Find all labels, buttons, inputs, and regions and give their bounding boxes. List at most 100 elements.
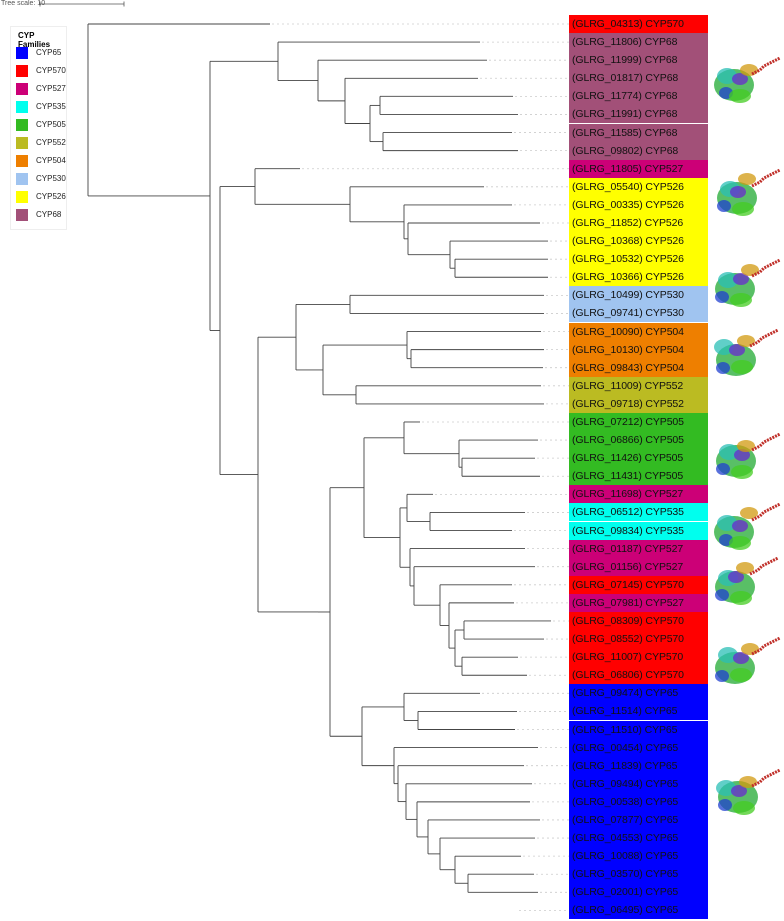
protein-structure-cyp526 [717, 168, 781, 216]
legend-swatch [16, 191, 28, 203]
structure-helix [749, 328, 779, 348]
leaf-label: (GLRG_06806) CYP570 [569, 666, 708, 685]
leaf-label: (GLRG_11514) CYP65 [569, 702, 708, 721]
protein-structure-cyp505 [716, 432, 781, 479]
leaf-label: (GLRG_04553) CYP65 [569, 829, 708, 848]
structure-domain [716, 463, 730, 475]
leaf-label: (GLRG_03570) CYP65 [569, 865, 708, 884]
legend-label: CYP530 [36, 174, 66, 183]
leaf-label: (GLRG_07212) CYP505 [569, 412, 708, 431]
structure-domain [717, 68, 737, 84]
leaf-label: (GLRG_11009) CYP552 [569, 376, 708, 395]
leaf-label: (GLRG_09741) CYP530 [569, 304, 708, 323]
structure-domain [729, 536, 751, 550]
legend-swatch [16, 65, 28, 77]
leaf-label: (GLRG_09474) CYP65 [569, 684, 708, 703]
structure-helix [751, 168, 781, 188]
structure-domain [740, 507, 758, 519]
leaf-label: (GLRG_11426) CYP505 [569, 449, 708, 468]
structure-helix [751, 56, 781, 76]
legend-swatch [16, 101, 28, 113]
leaf-label: (GLRG_10090) CYP504 [569, 322, 708, 341]
leaf-label: (GLRG_05540) CYP526 [569, 177, 708, 196]
legend-label: CYP527 [36, 84, 66, 93]
leaf-label: (GLRG_09802) CYP68 [569, 141, 708, 160]
structure-domain [718, 799, 732, 811]
leaf-label: (GLRG_07981) CYP527 [569, 593, 708, 612]
structure-domain [716, 780, 736, 796]
structure-domain [729, 344, 745, 356]
leaf-label: (GLRG_09834) CYP535 [569, 521, 708, 540]
structure-helix [751, 502, 781, 522]
leaf-label: (GLRG_09718) CYP552 [569, 394, 708, 413]
leaf-label: (GLRG_06866) CYP505 [569, 431, 708, 450]
legend-swatch [16, 83, 28, 95]
structure-domain [715, 670, 729, 682]
leaf-label: (GLRG_07877) CYP65 [569, 810, 708, 829]
legend-swatch [16, 155, 28, 167]
structure-domain [730, 591, 752, 605]
leaf-label: (GLRG_11774) CYP68 [569, 87, 708, 106]
structure-domain [740, 64, 758, 76]
structure-helix [751, 636, 781, 656]
structure-domain [733, 652, 749, 664]
leaf-label: (GLRG_09494) CYP65 [569, 774, 708, 793]
structure-domain [719, 444, 739, 460]
leaf-label: (GLRG_01187) CYP527 [569, 539, 708, 558]
leaf-label: (GLRG_10130) CYP504 [569, 340, 708, 359]
structure-domain [717, 200, 731, 212]
leaf-label: (GLRG_11510) CYP65 [569, 720, 708, 739]
leaf-label: (GLRG_11999) CYP68 [569, 51, 708, 70]
structure-domain [715, 589, 729, 601]
protein-structure-cyp68 [714, 56, 781, 103]
tree-scale-label: Tree scale: 10 [1, 0, 46, 7]
structure-domain [716, 362, 730, 374]
structure-helix [751, 768, 781, 788]
structure-domain [728, 571, 744, 583]
structure-domain [714, 339, 734, 355]
legend-label: CYP526 [36, 192, 66, 201]
structure-domain [729, 89, 751, 103]
legend-label: CYP535 [36, 102, 66, 111]
leaf-label: (GLRG_01817) CYP68 [569, 69, 708, 88]
structure-domain [718, 272, 738, 288]
protein-structure-cyp504 [714, 328, 779, 376]
leaf-label: (GLRG_11806) CYP68 [569, 33, 708, 52]
legend-swatch [16, 137, 28, 149]
leaf-label: (GLRG_10368) CYP526 [569, 232, 708, 251]
legend-label: CYP552 [36, 138, 66, 147]
leaf-label: (GLRG_08309) CYP570 [569, 611, 708, 630]
structure-domain [731, 360, 753, 374]
protein-structure-cyp65 [716, 768, 781, 815]
leaf-label: (GLRG_02001) CYP65 [569, 883, 708, 902]
structure-domain [741, 264, 759, 276]
leaf-label: (GLRG_08552) CYP570 [569, 630, 708, 649]
leaf-label: (GLRG_06512) CYP535 [569, 503, 708, 522]
leaf-label: (GLRG_10366) CYP526 [569, 268, 708, 287]
structure-domain [731, 465, 753, 479]
legend-title: CYP Families [18, 31, 51, 49]
structure-domain [730, 293, 752, 307]
structure-domain [732, 520, 748, 532]
legend-label: CYP65 [36, 48, 62, 57]
leaf-label: (GLRG_11991) CYP68 [569, 105, 708, 124]
leaf-label: (GLRG_11805) CYP527 [569, 159, 708, 178]
leaf-label: (GLRG_10532) CYP526 [569, 250, 708, 269]
legend-label: CYP504 [36, 156, 66, 165]
legend-swatch [16, 173, 28, 185]
leaf-label: (GLRG_11431) CYP505 [569, 467, 708, 486]
leaf-label: (GLRG_00538) CYP65 [569, 792, 708, 811]
leaf-label: (GLRG_09843) CYP504 [569, 358, 708, 377]
structure-domain [737, 335, 755, 347]
leaf-label: (GLRG_00454) CYP65 [569, 738, 708, 757]
structure-helix [751, 258, 781, 278]
leaf-label: (GLRG_11585) CYP68 [569, 123, 708, 142]
legend-label: CYP68 [36, 210, 62, 219]
structure-domain [730, 186, 746, 198]
structure-domain [718, 647, 738, 663]
structure-domain [731, 785, 747, 797]
structure-helix [751, 432, 781, 452]
